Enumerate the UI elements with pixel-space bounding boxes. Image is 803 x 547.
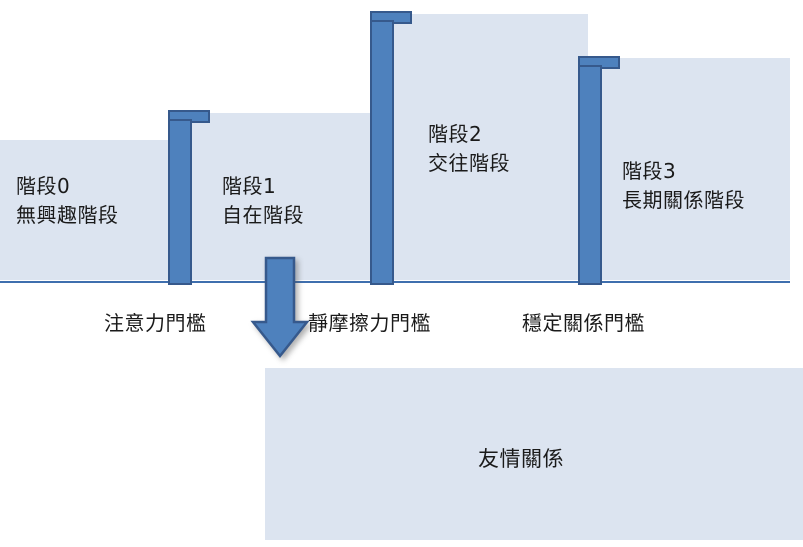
threshold-static-friction-label: 靜摩擦力門檻: [308, 311, 431, 335]
stage-2-name: 交往階段: [428, 151, 510, 175]
stage-1-name: 自在階段: [222, 203, 304, 227]
threshold-static-friction-pillar: [370, 11, 412, 285]
stage-1-number: 階段1: [222, 174, 277, 198]
stage-2-number: 階段2: [428, 122, 483, 146]
stage-1-label: 階段1 自在階段: [222, 172, 304, 230]
stage-1-box: [180, 113, 378, 280]
outcome-friendship-box: [265, 368, 803, 540]
stage-3-name: 長期關係階段: [622, 188, 745, 212]
stage-0-number: 階段0: [16, 174, 71, 198]
stage-3-label: 階段3 長期關係階段: [622, 157, 745, 215]
baseline: [0, 281, 790, 283]
threshold-stable-relationship-pillar: [578, 56, 620, 285]
stage-0-box: [0, 140, 170, 280]
threshold-static-friction-shaft: [370, 20, 394, 285]
threshold-attention-shaft: [168, 119, 192, 285]
threshold-attention-label: 注意力門檻: [104, 311, 207, 335]
outcome-friendship-label: 友情關係: [478, 447, 564, 471]
threshold-stable-relationship-label: 穩定關係門檻: [522, 311, 645, 335]
stage-2-label: 階段2 交往階段: [428, 120, 510, 178]
downward-arrow: [250, 256, 310, 359]
stage-3-box: [590, 58, 790, 280]
stage-0-label: 階段0 無興趣階段: [16, 172, 119, 230]
stage-3-number: 階段3: [622, 159, 677, 183]
threshold-attention-pillar: [168, 110, 210, 285]
stage-2-box: [380, 14, 588, 280]
threshold-stable-relationship-shaft: [578, 65, 602, 285]
stage-0-name: 無興趣階段: [16, 203, 119, 227]
